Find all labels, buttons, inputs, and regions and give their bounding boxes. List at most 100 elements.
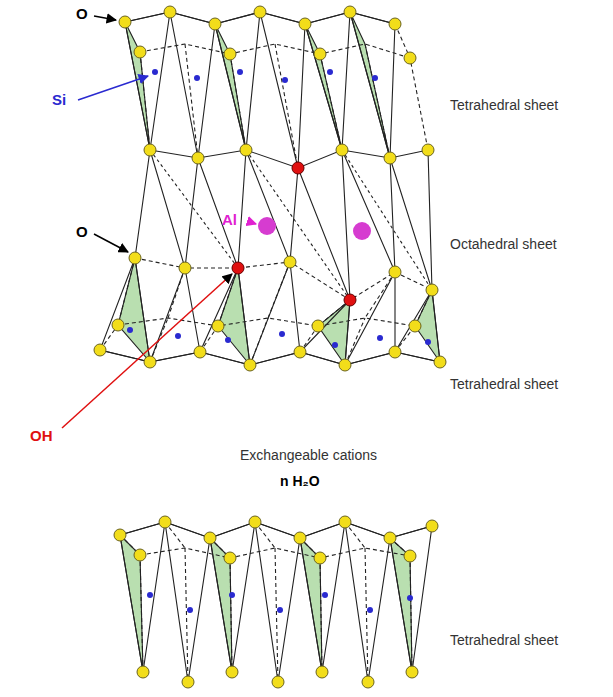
oxygen-atom	[244, 359, 256, 371]
atom-label: O	[76, 224, 88, 241]
leader-arrow	[62, 274, 232, 428]
tetrahedral-sheet	[395, 290, 440, 362]
oxygen-atom	[224, 552, 236, 564]
silicon-atom	[377, 335, 383, 341]
atom-label: Si	[52, 92, 66, 109]
silicon-atom	[175, 333, 181, 339]
oxygen-atom	[406, 666, 418, 678]
silicon-atom	[322, 592, 328, 598]
tetrahedral-sheet	[250, 262, 300, 365]
oxygen-atom	[384, 532, 396, 544]
tetrahedral-sheet	[350, 12, 395, 158]
oxygen-atom	[224, 48, 236, 60]
oxygen-atom	[134, 46, 146, 58]
oxygen-atom	[404, 550, 416, 562]
silicon-atom	[279, 331, 285, 337]
interlayer-label: Exchangeable cations	[240, 448, 377, 463]
silicon-atom	[367, 607, 373, 613]
oxygen-atom	[119, 16, 131, 28]
oxygen-atom	[137, 666, 149, 678]
oxygen-atom	[209, 18, 221, 30]
atom-label: Al	[222, 212, 237, 229]
oxygen-atom	[144, 356, 156, 368]
tetrahedral-sheet	[125, 12, 428, 168]
sheet-label: Tetrahedral sheet	[450, 377, 558, 392]
tetrahedral-sheet	[260, 12, 305, 168]
oxygen-atom	[114, 529, 126, 541]
oxygen-atom	[240, 144, 252, 156]
oxygen-atom	[192, 152, 204, 164]
silicon-atom	[327, 69, 333, 75]
silicon-atom	[407, 595, 413, 601]
oxygen-atom	[362, 676, 374, 688]
oxygen-atom	[159, 516, 171, 528]
sheet-label: Tetrahedral sheet	[450, 98, 558, 113]
tetrahedral-sheet	[300, 300, 350, 365]
silicon-atom	[425, 339, 431, 345]
silicon-atom	[127, 69, 431, 613]
oxygen-atom	[284, 256, 296, 268]
silicon-atom	[277, 607, 283, 613]
silicon-atom	[237, 69, 243, 75]
aluminium-atom	[258, 217, 276, 235]
oxygen-atom	[339, 359, 351, 371]
tetrahedral-sheet	[140, 24, 428, 168]
silicon-atom	[127, 327, 133, 333]
hydroxyl-group	[344, 294, 356, 306]
oxygen-atom	[336, 144, 348, 156]
oxygen-atom	[299, 18, 311, 30]
oxygen-atom	[294, 532, 306, 544]
octahedral-sheet	[150, 150, 428, 168]
aluminium-atom	[258, 217, 371, 240]
tetrahedral-sheet	[255, 522, 300, 682]
silicon-atom	[282, 77, 288, 83]
oxygen-atom	[179, 262, 191, 274]
oxygen-atom	[194, 346, 206, 358]
silicon-atom	[147, 592, 153, 598]
silicon-atom	[229, 592, 235, 598]
oxygen-atom	[409, 320, 421, 332]
oxygen-atom	[434, 356, 446, 368]
hydroxyl-group	[232, 262, 244, 274]
octahedral-sheet	[150, 150, 432, 300]
silicon-atom	[225, 337, 231, 343]
leader-arrow	[62, 16, 256, 428]
leader-arrow	[78, 76, 148, 100]
oxygen-atom	[94, 344, 106, 356]
oxygen-atom	[134, 549, 146, 561]
leader-arrow	[250, 222, 256, 224]
leader-arrow	[94, 234, 128, 252]
tetrahedral-sheet	[165, 522, 210, 682]
oxygen-atom	[389, 346, 401, 358]
tetrahedral-sheet	[170, 12, 215, 158]
oxygen-atom	[94, 6, 446, 688]
oxygen-atom	[294, 346, 306, 358]
group-label: OH	[30, 428, 53, 445]
tetrahedral-sheet	[215, 12, 260, 150]
tetrahedral-sheet	[150, 268, 200, 362]
hydroxyl-group	[292, 162, 304, 174]
tetrahedral-sheet	[120, 522, 432, 682]
leader-arrow	[94, 16, 116, 20]
oxygen-atom	[254, 6, 266, 18]
tetrahedral-sheet	[118, 258, 150, 362]
oxygen-atom	[316, 666, 328, 678]
sheet-label: Octahedral sheet	[450, 237, 557, 252]
silicon-atom	[194, 75, 200, 81]
aluminium-atom	[353, 222, 371, 240]
oxygen-atom	[182, 676, 194, 688]
oxygen-atom	[312, 320, 324, 332]
tetrahedral-sheet	[390, 526, 432, 672]
oxygen-atom	[314, 552, 326, 564]
oxygen-atom	[389, 266, 401, 278]
silicon-atom	[152, 69, 158, 75]
oxygen-atom	[164, 6, 176, 18]
oxygen-atom	[422, 144, 434, 156]
tetrahedral-sheet	[100, 258, 440, 365]
oxygen-atom	[426, 520, 438, 532]
oxygen-atom	[144, 144, 156, 156]
oxygen-atom	[344, 6, 356, 18]
tetrahedral-sheet	[100, 258, 150, 362]
oxygen-atom	[314, 48, 326, 60]
oxygen-atom	[384, 152, 396, 164]
